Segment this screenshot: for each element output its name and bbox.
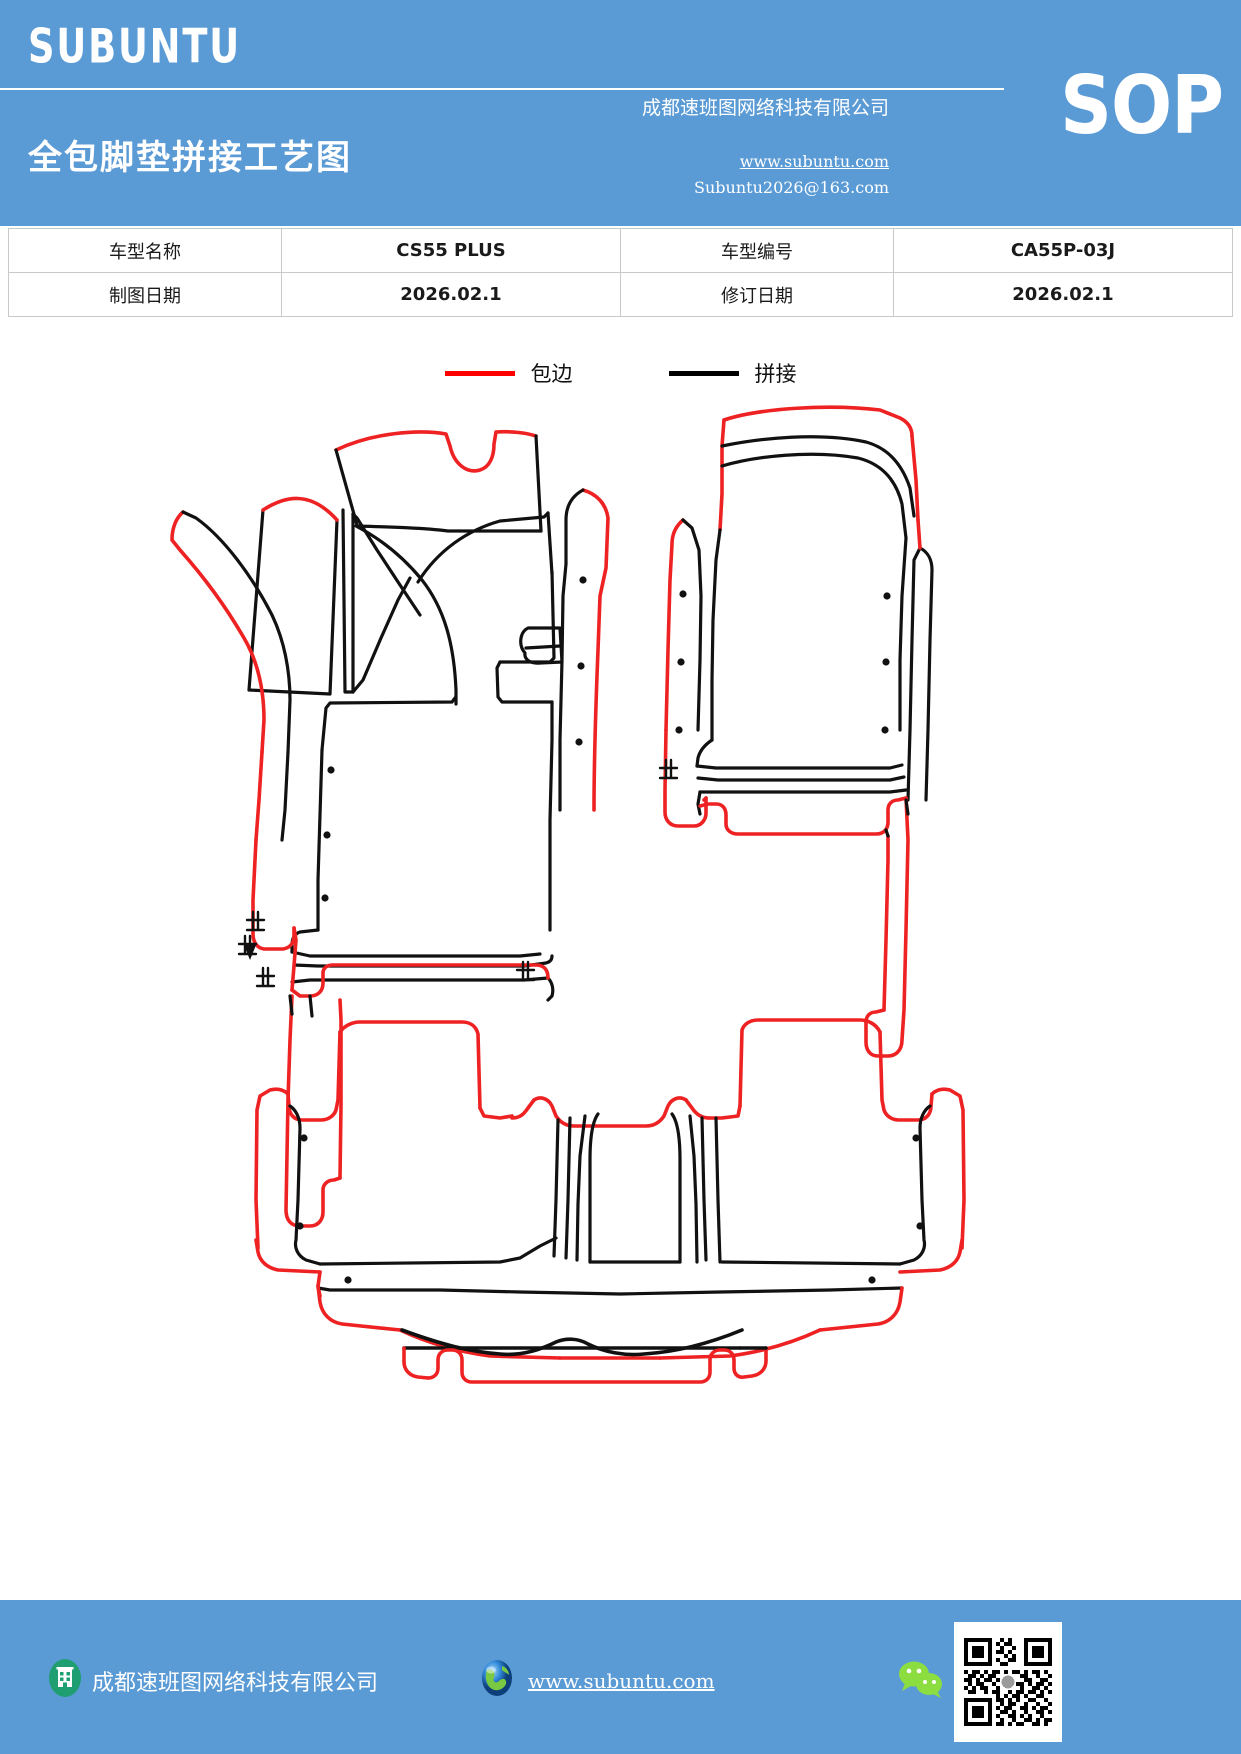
footer-site[interactable]: www.subuntu.com <box>478 1658 715 1703</box>
legend-item-seam: 拼接 <box>668 358 797 388</box>
revision-date-value: 2026.02.1 <box>892 272 1234 317</box>
red-line-swatch-icon <box>444 370 515 376</box>
footer-company-name: 成都速班图网络科技有限公司 <box>92 1670 379 1696</box>
building-icon <box>48 1658 82 1703</box>
model-name-value: CS55 PLUS <box>280 228 621 273</box>
page-footer: 成都速班图网络科技有限公司 <box>0 1600 1241 1754</box>
header-divider <box>0 88 1004 90</box>
driver-side-floor-mat <box>170 429 610 1228</box>
legend-label-seam: 拼接 <box>754 362 797 386</box>
brand-logo: SUBUNTU <box>28 20 241 75</box>
draw-date-label: 制图日期 <box>8 272 282 317</box>
floor-mat-technical-drawing <box>0 400 1241 1420</box>
footer-website-link[interactable]: www.subuntu.com <box>528 1668 715 1693</box>
model-code-value: CA55P-03J <box>892 228 1234 273</box>
model-name-label: 车型名称 <box>8 228 282 273</box>
header-company-name: 成都速班图网络科技有限公司 <box>641 97 889 119</box>
page-title: 全包脚垫拼接工艺图 <box>28 138 352 178</box>
wechat-icon <box>893 1658 949 1705</box>
legend-label-binding: 包边 <box>530 362 573 386</box>
globe-icon <box>478 1658 516 1703</box>
black-line-swatch-icon <box>668 370 739 376</box>
vehicle-info-table: 车型名称 CS55 PLUS 车型编号 CA55P-03J 制图日期 2026.… <box>8 228 1234 317</box>
model-code-label: 车型编号 <box>619 228 894 273</box>
page-header: SUBUNTU 全包脚垫拼接工艺图 成都速班图网络科技有限公司 SOP www.… <box>0 0 1241 226</box>
legend: 包边 拼接 <box>0 358 1241 388</box>
passenger-side-floor-mat <box>658 405 934 1058</box>
rear-floor-mat <box>254 1018 966 1384</box>
legend-item-binding: 包边 <box>444 358 573 388</box>
sop-badge: SOP <box>1060 58 1224 153</box>
footer-company: 成都速班图网络科技有限公司 <box>48 1658 378 1703</box>
revision-date-label: 修订日期 <box>619 272 894 317</box>
qr-code <box>954 1622 1062 1742</box>
header-website-link[interactable]: www.subuntu.com <box>739 152 889 171</box>
table-row: 车型名称 CS55 PLUS 车型编号 CA55P-03J <box>8 228 1234 273</box>
table-row: 制图日期 2026.02.1 修订日期 2026.02.1 <box>8 272 1234 317</box>
header-email[interactable]: Subuntu2026@163.com <box>694 178 889 197</box>
draw-date-value: 2026.02.1 <box>280 272 621 317</box>
